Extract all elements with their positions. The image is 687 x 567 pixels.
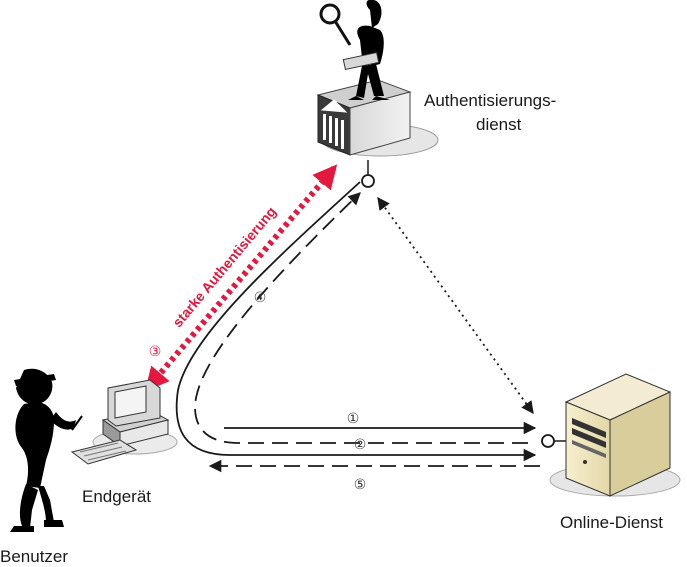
device-node <box>70 379 178 465</box>
computer-icon <box>70 379 170 465</box>
server-tower-icon <box>564 373 672 497</box>
step-1-label: ① <box>347 411 360 427</box>
auth-service-node <box>316 0 439 157</box>
service-interface-circle <box>541 434 555 448</box>
auth-service-label-line2: dienst <box>476 115 522 134</box>
auth-service-label-line1: Authentisierungs- <box>424 91 556 110</box>
step-5-label: ⑤ <box>354 477 367 493</box>
bank-building-icon <box>316 79 412 156</box>
user-label: Benutzer <box>0 547 68 566</box>
auth-interface-circle <box>361 174 375 188</box>
inspector-silhouette-icon <box>319 0 390 100</box>
step-2-label: ② <box>354 437 367 453</box>
user-silhouette-icon <box>10 368 83 532</box>
step-4-label: ④ <box>254 290 267 306</box>
strong-auth-label: starke Authentisierung <box>169 203 279 330</box>
online-service-label: Online-Dienst <box>560 513 663 532</box>
device-label: Endgerät <box>82 487 151 506</box>
online-service-node <box>549 373 681 497</box>
arrow-strong-auth <box>144 164 338 392</box>
arrow-step-4 <box>194 192 528 444</box>
arrow-dotted-backchannel <box>377 196 534 415</box>
step-3-label: ③ <box>149 344 162 360</box>
